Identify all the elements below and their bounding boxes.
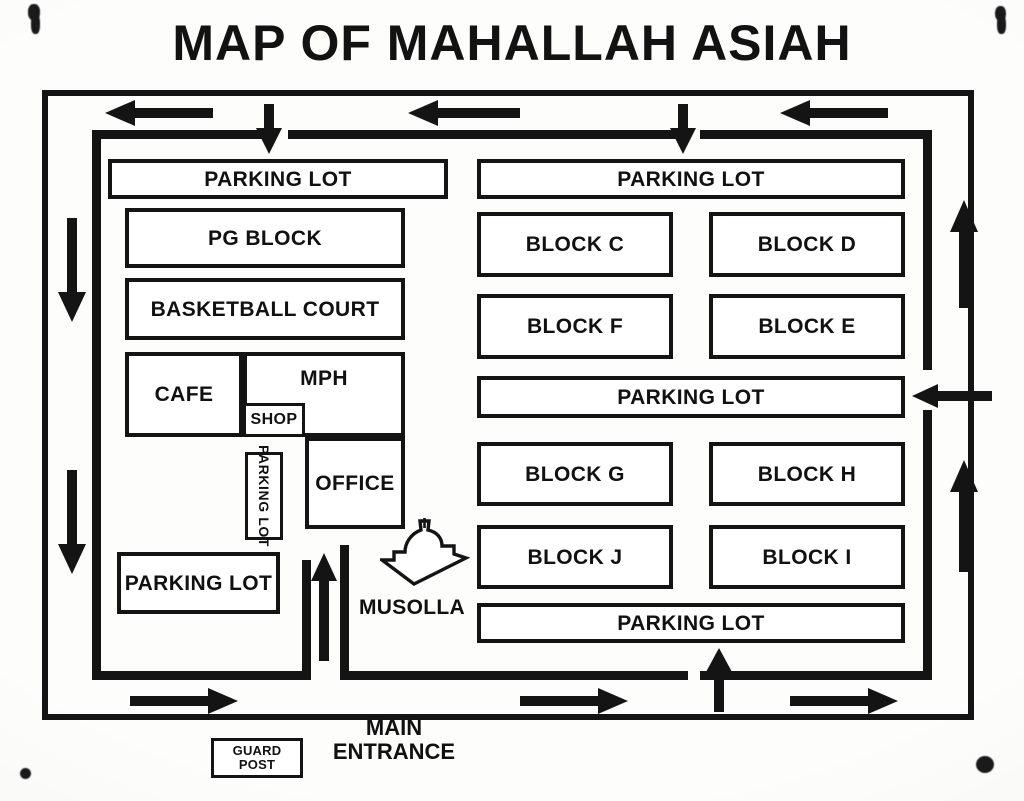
arrow-bottom-right-east-icon (790, 688, 898, 714)
entrance-road-right-kerb (340, 545, 349, 680)
cafe[interactable]: CAFE (125, 352, 243, 437)
inner-kerb-top-left (92, 130, 262, 139)
block-e[interactable]: BLOCK E (709, 294, 905, 359)
main-entrance-label: MAIN ENTRANCE (332, 715, 456, 764)
shop[interactable]: SHOP (243, 403, 305, 437)
guard-post-label: GUARD POST (232, 743, 282, 772)
block-h[interactable]: BLOCK H (709, 442, 905, 506)
arrow-entrance-north-icon (311, 553, 337, 661)
parking-lot-top-left[interactable]: PARKING LOT (108, 159, 448, 199)
inner-kerb-right-upper (923, 130, 932, 370)
arrow-right-upper-north-icon (950, 200, 978, 308)
block-f[interactable]: BLOCK F (477, 294, 673, 359)
parking-lot-bottom-right[interactable]: PARKING LOT (477, 603, 905, 643)
pg-block-label: PG BLOCK (207, 226, 323, 250)
basketball-court-label: BASKETBALL COURT (150, 297, 380, 321)
inner-kerb-top-right (700, 130, 932, 139)
block-i-label: BLOCK I (762, 545, 852, 569)
arrow-top-left-into-lot-icon (256, 104, 282, 154)
inner-kerb-bottom-left (92, 671, 302, 680)
block-d[interactable]: BLOCK D (709, 212, 905, 277)
parking-lot-top-left-label: PARKING LOT (204, 167, 352, 191)
parking-lot-bottom-right-label: PARKING LOT (617, 611, 765, 635)
block-c[interactable]: BLOCK C (477, 212, 673, 277)
mosque-dome-arrow-icon (376, 518, 478, 586)
arrow-right-entry-west-icon (912, 384, 992, 408)
parking-lot-top-right-label: PARKING LOT (617, 167, 765, 191)
screw-icon-bottom-left (20, 768, 36, 784)
guard-post[interactable]: GUARD POST (211, 738, 303, 778)
arrow-top-right-into-lot-icon (670, 104, 696, 154)
arrow-bottom-left-east-icon (130, 688, 238, 714)
entrance-road-left-kerb (302, 560, 311, 680)
pg-block[interactable]: PG BLOCK (125, 208, 405, 268)
musolla-label: MUSOLLA (359, 596, 465, 619)
block-g-label: BLOCK G (525, 462, 625, 486)
screw-icon-bottom-right (976, 756, 998, 778)
shop-label: SHOP (250, 411, 298, 428)
parking-lot-lower-left[interactable]: PARKING LOT (117, 552, 280, 614)
page-title: MAP OF MAHALLAH ASIAH (172, 15, 852, 71)
block-c-label: BLOCK C (525, 233, 625, 256)
mph-label: MPH (300, 367, 348, 390)
parking-lot-lower-left-label: PARKING LOT (124, 571, 273, 595)
parking-lot-top-right[interactable]: PARKING LOT (477, 159, 905, 199)
inner-kerb-top-middle (288, 130, 676, 139)
block-d-label: BLOCK D (757, 233, 857, 256)
office-label: OFFICE (315, 471, 395, 495)
block-g[interactable]: BLOCK G (477, 442, 673, 506)
parking-lot-vertical[interactable]: PARKING LOT (245, 445, 283, 547)
inner-kerb-bottom-middle (348, 671, 688, 680)
arrow-bottom-centre-north-icon (706, 648, 732, 712)
inner-kerb-bottom-right (700, 671, 932, 680)
inner-kerb-left (92, 130, 101, 680)
arrow-bottom-mid-east-icon (520, 688, 628, 714)
block-f-label: BLOCK F (526, 315, 624, 338)
screw-icon-top-left (24, 4, 46, 40)
arrow-left-upper-south-icon (58, 218, 86, 322)
arrow-left-lower-south-icon (58, 470, 86, 574)
block-j-label: BLOCK J (527, 545, 623, 569)
block-e-label: BLOCK E (758, 315, 856, 338)
parking-lot-mid-right-label: PARKING LOT (617, 385, 765, 409)
parking-lot-mid-right[interactable]: PARKING LOT (477, 376, 905, 418)
outer-boundary (42, 90, 974, 720)
block-j[interactable]: BLOCK J (477, 525, 673, 589)
screw-icon-top-right (992, 6, 1012, 40)
basketball-court[interactable]: BASKETBALL COURT (125, 278, 405, 340)
inner-kerb-right-lower (923, 410, 932, 680)
block-h-label: BLOCK H (757, 462, 857, 486)
arrow-right-lower-north-icon (950, 460, 978, 572)
office[interactable]: OFFICE (305, 437, 405, 529)
arrow-top-mid-west-icon (408, 100, 520, 126)
arrow-top-left-west-icon (105, 100, 213, 126)
cafe-label: CAFE (154, 383, 214, 406)
block-i[interactable]: BLOCK I (709, 525, 905, 589)
parking-lot-vertical-label: PARKING LOT (256, 444, 273, 548)
arrow-top-right-west-icon (780, 100, 888, 126)
